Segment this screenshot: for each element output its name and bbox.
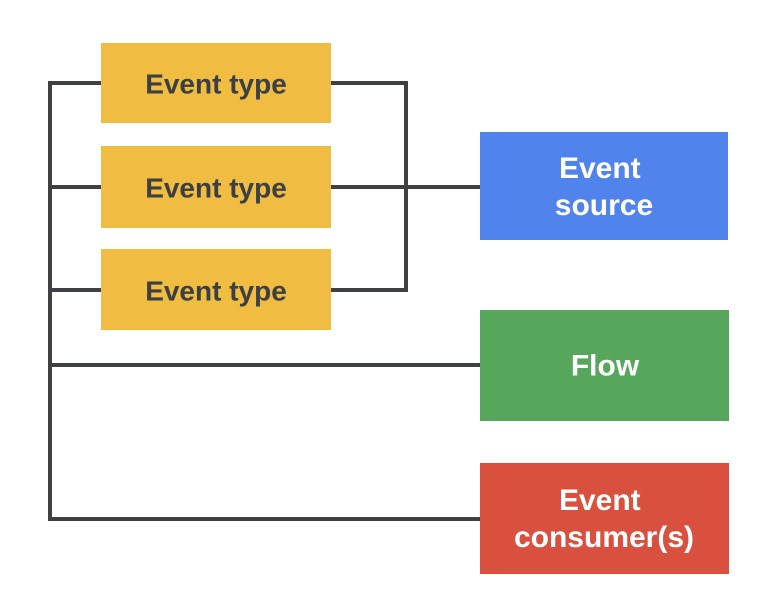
node-event-type-3: Event type [101, 249, 331, 330]
node-event-source: Event source [480, 132, 728, 240]
event-consumers-label-line1: Event [559, 484, 641, 517]
connectors [48, 81, 484, 521]
event-source-box [480, 132, 728, 240]
event-type-3-box [101, 249, 331, 330]
event-source-label-line2: source [555, 189, 653, 222]
event-type-2-label: Event type [145, 173, 287, 204]
event-consumers-label: Event consumer(s) [514, 484, 694, 554]
node-flow: Flow [480, 310, 729, 421]
event-source-label: Event source [555, 152, 653, 222]
node-event-type-2: Event type [101, 146, 331, 228]
node-event-consumers: Event consumer(s) [480, 463, 729, 574]
event-type-1-box [101, 43, 331, 123]
event-source-label-line1: Event [559, 152, 641, 185]
flow-label: Flow [571, 350, 640, 383]
event-type-2-box [101, 146, 331, 228]
flow-box [480, 310, 729, 421]
event-consumers-label-line2: consumer(s) [514, 521, 694, 554]
event-type-1-label: Event type [145, 69, 287, 100]
event-type-3-label: Event type [145, 276, 287, 307]
node-event-type-1: Event type [101, 43, 331, 123]
event-consumers-box [480, 463, 729, 574]
